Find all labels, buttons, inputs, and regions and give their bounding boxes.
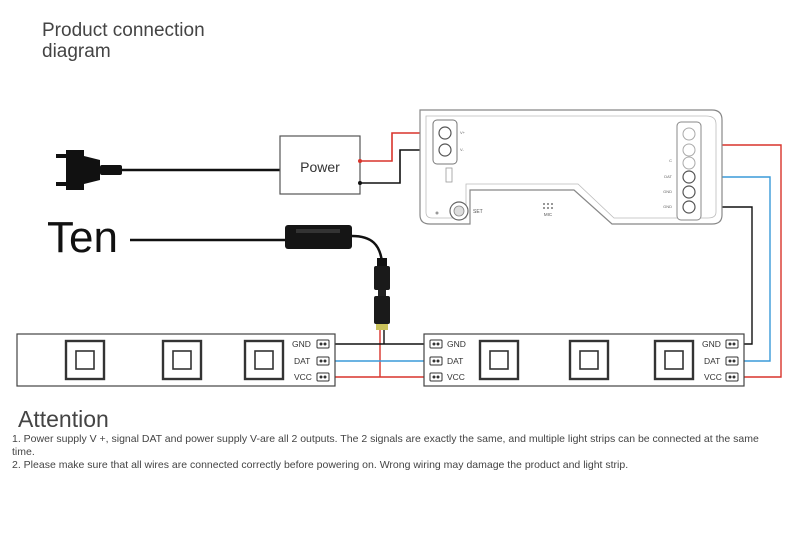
attention-title: Attention <box>18 406 109 432</box>
solder-pad <box>429 356 443 366</box>
terminal-vplus-label: V+ <box>460 130 466 135</box>
terminal-gnd2-label: GND <box>663 204 672 209</box>
led-chip <box>243 339 285 381</box>
wire-out-gnd <box>705 206 753 345</box>
led-chip <box>653 339 695 381</box>
wire-out-vcc <box>705 144 782 378</box>
ten-label: Ten <box>47 213 118 262</box>
wire-out-dat <box>705 176 771 362</box>
solder-pad <box>316 339 330 349</box>
led-chip <box>161 339 203 381</box>
pin-gnd-label: GND <box>292 339 311 349</box>
solder-pad <box>316 372 330 382</box>
pin-vcc-label: VCC <box>294 372 312 382</box>
pin-vcc-out-label: VCC <box>704 372 722 382</box>
led-chip <box>64 339 106 381</box>
led-chip <box>568 339 610 381</box>
ten-output-cable <box>351 234 384 263</box>
terminal-vminus-label: V- <box>460 147 464 152</box>
solder-pad <box>725 356 739 366</box>
power-label: Power <box>300 159 340 175</box>
solder-pad <box>725 339 739 349</box>
terminal-c-label: C <box>669 158 672 163</box>
power-box <box>279 135 361 195</box>
solder-pad <box>316 356 330 366</box>
mic-label: MIC <box>544 212 553 217</box>
ac-plug-icon <box>56 150 122 190</box>
pin-dat-out-label: DAT <box>704 356 720 366</box>
solder-pad <box>429 372 443 382</box>
controller: V+ V- SET MIC C DAT GND GND <box>419 109 723 225</box>
attention-note: 1. Power supply V +, signal DAT and powe… <box>12 433 759 458</box>
pin-dat-in-label: DAT <box>447 356 463 366</box>
diagram-title: Product connection diagram <box>42 20 205 62</box>
solder-pad <box>429 339 443 349</box>
pin-gnd-in-label: GND <box>447 339 466 349</box>
mic-icon <box>543 203 553 209</box>
pin-gnd-out-label: GND <box>702 339 721 349</box>
attention-notes: 1. Power supply V +, signal DAT and powe… <box>12 433 784 472</box>
solder-pad <box>725 372 739 382</box>
wire-vplus-red <box>360 132 440 162</box>
pin-dat-label: DAT <box>294 356 310 366</box>
set-label: SET <box>473 209 483 215</box>
terminal-gnd-label: GND <box>663 189 672 194</box>
led-strip-right: GND DAT VCC GND DAT VCC <box>423 333 745 387</box>
led-chip <box>478 339 520 381</box>
led-strip-left: GND DAT VCC <box>16 333 336 387</box>
pin-vcc-in-label: VCC <box>447 372 465 382</box>
dc-connector-icon <box>374 258 390 330</box>
terminal-dat-label: DAT <box>664 174 672 179</box>
attention-note: 2. Please make sure that all wires are c… <box>12 459 629 471</box>
ten-adapter <box>285 225 352 249</box>
